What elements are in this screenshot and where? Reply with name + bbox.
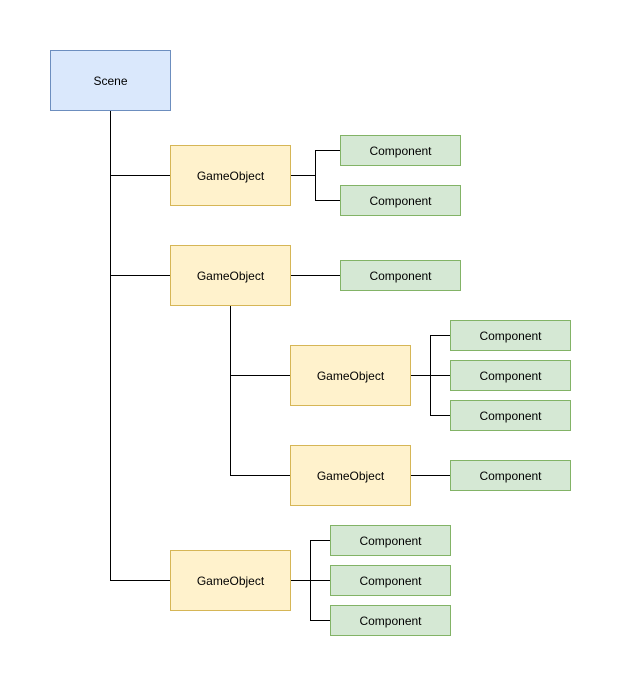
gameobject-node[interactable]: GameObject xyxy=(170,145,291,206)
scene-node[interactable]: Scene xyxy=(50,50,171,111)
component-node[interactable]: Component xyxy=(450,400,571,431)
component-node[interactable]: Component xyxy=(450,360,571,391)
component-node[interactable]: Component xyxy=(330,525,451,556)
component-node[interactable]: Component xyxy=(340,135,461,166)
component-node[interactable]: Component xyxy=(340,185,461,216)
gameobject-node[interactable]: GameObject xyxy=(290,445,411,506)
component-node[interactable]: Component xyxy=(330,565,451,596)
gameobject-node[interactable]: GameObject xyxy=(290,345,411,406)
component-node[interactable]: Component xyxy=(450,460,571,491)
component-node[interactable]: Component xyxy=(340,260,461,291)
gameobject-node[interactable]: GameObject xyxy=(170,550,291,611)
gameobject-node[interactable]: GameObject xyxy=(170,245,291,306)
component-node[interactable]: Component xyxy=(330,605,451,636)
component-node[interactable]: Component xyxy=(450,320,571,351)
